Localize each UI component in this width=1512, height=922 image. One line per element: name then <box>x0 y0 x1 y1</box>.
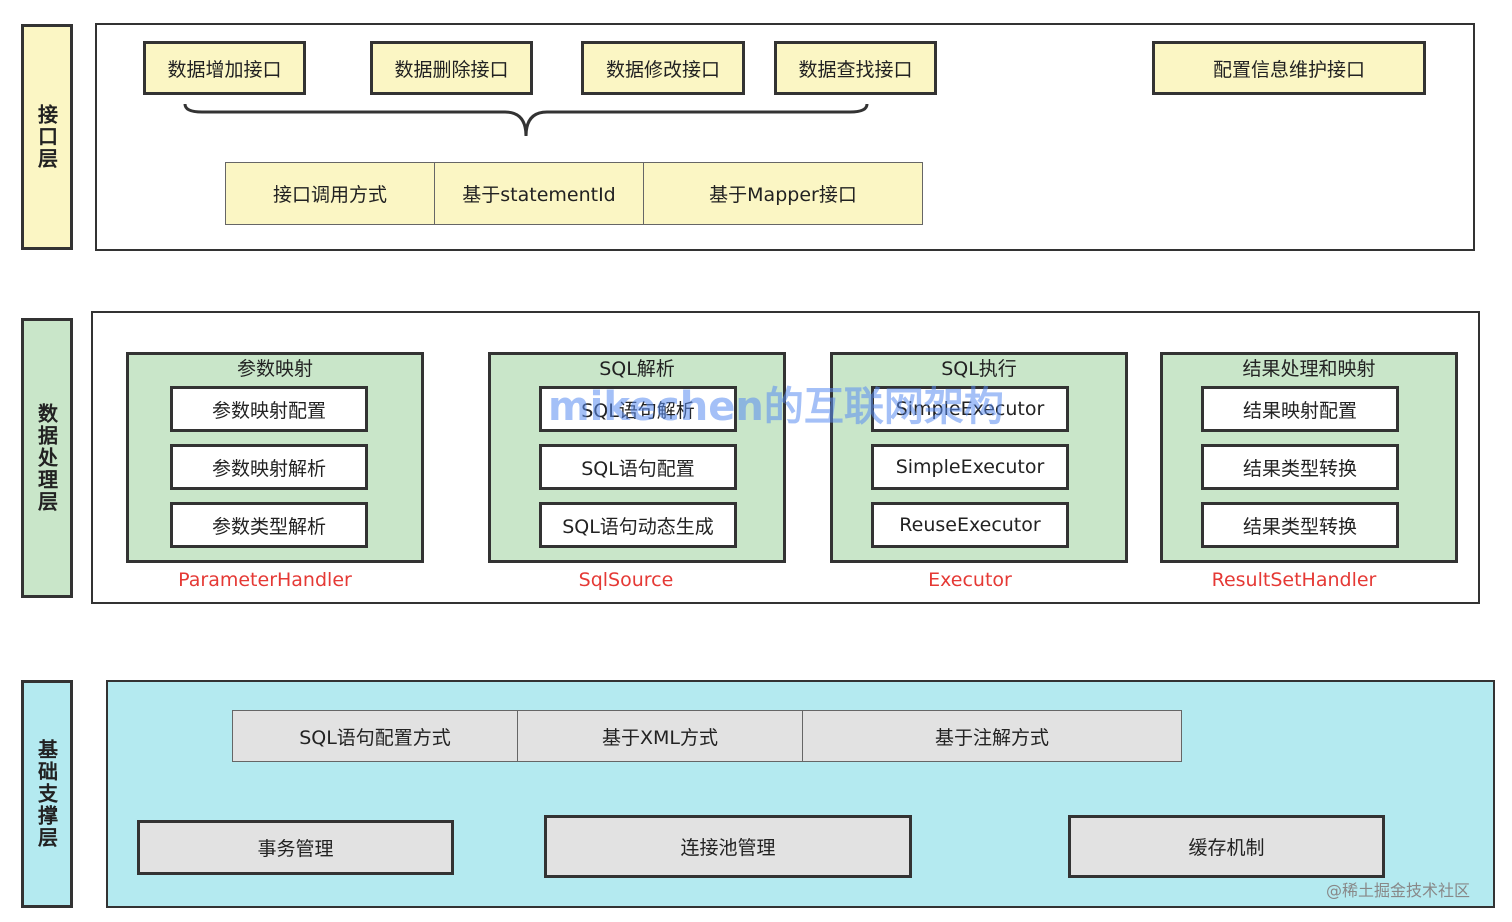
module-sql-execution-item-2: SimpleExecutor <box>871 444 1069 490</box>
processing-layer-label-text: 数据处理层 <box>34 403 59 513</box>
call-method-statementid: 基于statementId <box>434 162 644 225</box>
module-result-handling-item-3-label: 结果类型转换 <box>1242 515 1357 538</box>
interface-op-delete-label: 数据删除接口 <box>394 58 509 81</box>
module-sql-execution-item-1: SimpleExecutor <box>871 386 1069 432</box>
call-method-heading: 接口调用方式 <box>225 162 435 225</box>
class-name-resultsethandler: ResultSetHandler <box>1211 569 1377 591</box>
module-sql-parsing-item-1-label: SQL语句解析 <box>581 399 695 422</box>
module-result-handling-item-3: 结果类型转换 <box>1201 502 1399 548</box>
processing-layer-label: 数据处理层 <box>21 318 73 598</box>
module-sql-execution-item-2-label: SimpleExecutor <box>895 456 1045 478</box>
module-sql-execution-item-3-label: ReuseExecutor <box>899 514 1041 536</box>
interface-op-update-label: 数据修改接口 <box>605 58 720 81</box>
module-sql-parsing-item-2: SQL语句配置 <box>539 444 737 490</box>
interface-op-query-label: 数据查找接口 <box>798 58 913 81</box>
module-result-handling-title: 结果处理和映射 <box>1242 358 1376 380</box>
service-connection-pool: 连接池管理 <box>544 815 912 878</box>
sql-config-annotation: 基于注解方式 <box>802 710 1182 762</box>
foundation-layer-label-text: 基础支撑层 <box>34 739 59 849</box>
interface-op-update: 数据修改接口 <box>581 41 745 95</box>
module-parameter-mapping-item-1: 参数映射配置 <box>170 386 368 432</box>
class-name-sqlsource: SqlSource <box>578 569 674 591</box>
sql-config-xml-label: 基于XML方式 <box>602 726 718 749</box>
service-cache-label: 缓存机制 <box>1188 837 1265 859</box>
sql-config-xml: 基于XML方式 <box>517 710 803 762</box>
service-transaction-label: 事务管理 <box>257 838 334 860</box>
service-transaction: 事务管理 <box>137 820 454 875</box>
sql-config-annotation-label: 基于注解方式 <box>934 726 1049 749</box>
module-sql-parsing-item-1: SQL语句解析 <box>539 386 737 432</box>
interface-config-label: 配置信息维护接口 <box>1212 58 1365 81</box>
module-sql-parsing-item-2-label: SQL语句配置 <box>581 457 695 480</box>
module-parameter-mapping-item-3-label: 参数类型解析 <box>211 515 326 538</box>
module-sql-execution-item-3: ReuseExecutor <box>871 502 1069 548</box>
interface-config: 配置信息维护接口 <box>1152 41 1426 95</box>
interface-layer-panel <box>95 23 1475 251</box>
module-sql-parsing-title: SQL解析 <box>599 358 675 380</box>
service-connection-pool-label: 连接池管理 <box>680 837 776 859</box>
module-parameter-mapping-item-2-label: 参数映射解析 <box>211 457 326 480</box>
interface-layer-label: 接口层 <box>21 24 73 250</box>
module-result-handling-item-1-label: 结果映射配置 <box>1242 399 1357 422</box>
module-parameter-mapping-item-3: 参数类型解析 <box>170 502 368 548</box>
interface-op-delete: 数据删除接口 <box>370 41 533 95</box>
module-sql-execution-title: SQL执行 <box>941 358 1017 380</box>
grouping-brace <box>183 103 869 137</box>
sql-config-heading: SQL语句配置方式 <box>232 710 518 762</box>
service-cache: 缓存机制 <box>1068 815 1385 878</box>
module-result-handling-item-2-label: 结果类型转换 <box>1242 457 1357 480</box>
call-method-statementid-label: 基于statementId <box>462 184 616 206</box>
module-sql-parsing-item-3: SQL语句动态生成 <box>539 502 737 548</box>
interface-op-add: 数据增加接口 <box>143 41 306 95</box>
processing-layer-panel <box>91 311 1480 604</box>
call-method-mapper-label: 基于Mapper接口 <box>709 184 857 206</box>
module-parameter-mapping-item-2: 参数映射解析 <box>170 444 368 490</box>
module-parameter-mapping-title: 参数映射 <box>236 358 313 380</box>
interface-op-query: 数据查找接口 <box>774 41 937 95</box>
class-name-parameterhandler: ParameterHandler <box>178 569 352 591</box>
module-sql-parsing-item-3-label: SQL语句动态生成 <box>562 515 714 538</box>
foundation-layer-label: 基础支撑层 <box>21 680 73 908</box>
module-sql-execution-item-1-label: SimpleExecutor <box>895 398 1045 420</box>
call-method-heading-label: 接口调用方式 <box>272 184 387 206</box>
interface-op-add-label: 数据增加接口 <box>167 58 282 81</box>
module-result-handling-item-1: 结果映射配置 <box>1201 386 1399 432</box>
class-name-executor: Executor <box>928 569 1012 591</box>
source-credit: @稀土掘金技术社区 <box>1326 881 1471 900</box>
call-method-mapper: 基于Mapper接口 <box>643 162 923 225</box>
module-result-handling-item-2: 结果类型转换 <box>1201 444 1399 490</box>
interface-layer-label-text: 接口层 <box>34 104 59 170</box>
module-parameter-mapping-item-1-label: 参数映射配置 <box>211 399 326 422</box>
sql-config-heading-label: SQL语句配置方式 <box>299 726 451 749</box>
